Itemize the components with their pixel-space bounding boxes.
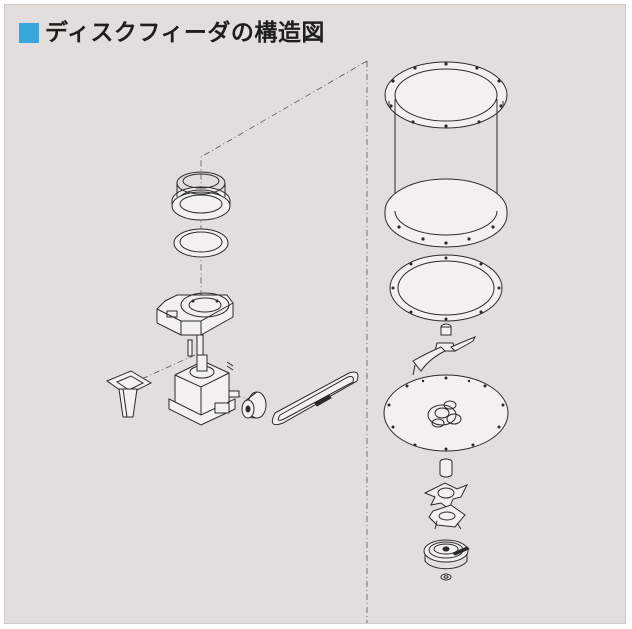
flange-ring-upper bbox=[171, 171, 231, 221]
rotating-disc bbox=[383, 374, 509, 452]
gear-reducer bbox=[168, 354, 240, 426]
mount-plate bbox=[156, 292, 234, 336]
assembly-axis-lines bbox=[136, 60, 368, 623]
gasket-ring bbox=[173, 228, 229, 258]
drive-pulley bbox=[241, 391, 267, 419]
cylinder-bottom-flange bbox=[384, 178, 508, 248]
mounting-ring bbox=[389, 254, 503, 322]
washer bbox=[440, 573, 452, 581]
drive-belt bbox=[271, 371, 359, 426]
cylinder-top-flange bbox=[384, 61, 508, 129]
page-title: ディスクフィーダの構造図 bbox=[45, 20, 325, 46]
agitator-arm bbox=[412, 323, 477, 376]
shaft-collar bbox=[439, 458, 453, 478]
diagram-panel: ディスクフィーダの構造図 bbox=[4, 4, 626, 624]
scraper-wheel bbox=[423, 482, 469, 530]
title-bar: ディスクフィーダの構造図 bbox=[19, 19, 325, 47]
exploded-view-diagram bbox=[105, 60, 509, 623]
bearing-plate bbox=[423, 539, 470, 570]
small-hopper bbox=[105, 370, 153, 418]
cylinder-body bbox=[388, 99, 504, 211]
title-marker-icon bbox=[19, 23, 39, 43]
